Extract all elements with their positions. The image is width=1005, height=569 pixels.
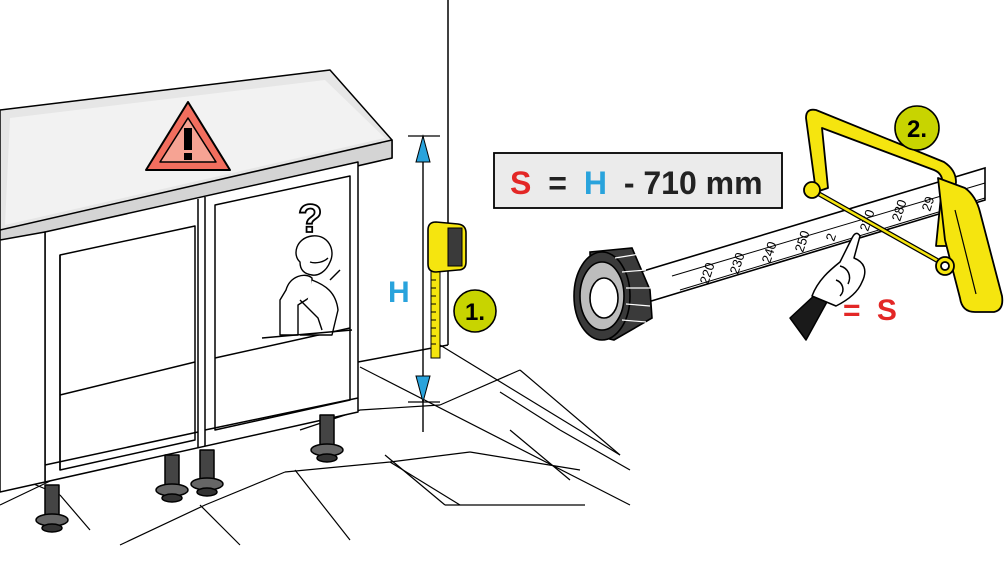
result-s: S — [877, 294, 897, 327]
tick-label: 280 — [889, 198, 910, 223]
tick-label: 2 — [823, 231, 840, 243]
formula-equals: = — [548, 165, 567, 201]
step-2-label: 2. — [907, 116, 927, 143]
base-cabinet — [0, 161, 359, 493]
formula-rest: - 710 mm — [624, 165, 763, 201]
kitchen-scene — [0, 0, 631, 546]
formula-box: S = H - 710 mm — [493, 152, 783, 209]
height-label: H — [388, 276, 410, 309]
step-1-badge: 1. — [453, 289, 497, 333]
step-2-badge: 2. — [894, 105, 940, 151]
tick-label: 250 — [792, 229, 813, 254]
warning-triangle-icon — [145, 101, 231, 171]
thinking-person-icon — [261, 235, 353, 339]
height-dimension — [408, 134, 440, 432]
result-equals: = — [843, 294, 861, 327]
question-mark-icon: ? — [298, 197, 322, 241]
svg-text:S = H - 710: S = H - 710 mm — [510, 165, 763, 201]
tick-label: 29 — [919, 195, 938, 213]
tick-label: 240 — [759, 240, 780, 265]
pointing-hand-icon — [789, 232, 866, 341]
tape-measure-icon — [427, 221, 467, 359]
formula-s: S — [510, 165, 531, 201]
result-label: = S — [843, 294, 897, 327]
leg-adjustment-knob — [573, 247, 653, 341]
hacksaw-icon — [803, 108, 1004, 313]
adjustable-leg-icon — [35, 414, 344, 533]
tick-label: 220 — [697, 261, 718, 286]
step-1-label: 1. — [465, 299, 485, 326]
tick-label: 230 — [727, 251, 748, 276]
formula-h: H — [584, 165, 607, 201]
